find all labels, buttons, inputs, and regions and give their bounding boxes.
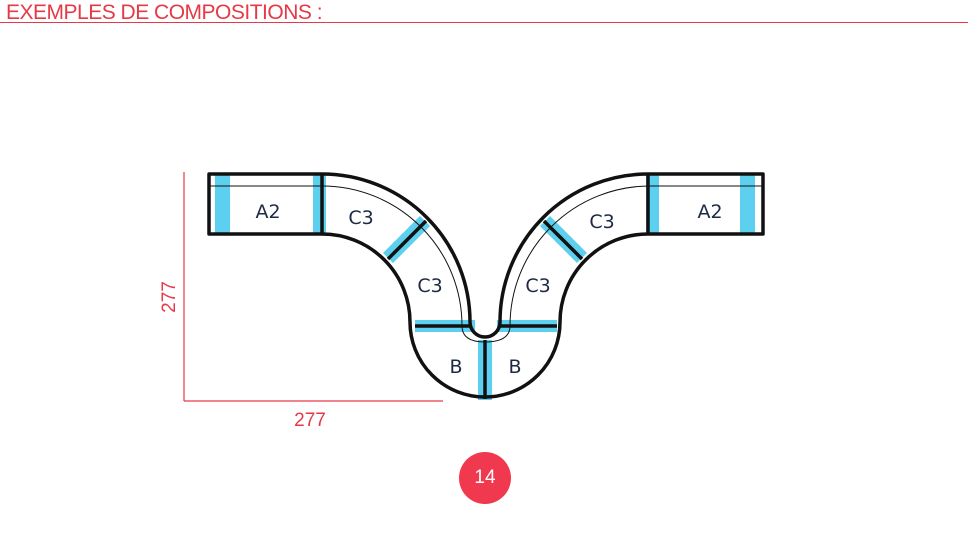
separator-right-c3-c3: [542, 219, 584, 261]
outline-outer: [207, 172, 765, 399]
module-label-right-c3-bottom: C3: [525, 275, 550, 297]
module-label-right-a2: A2: [697, 201, 722, 223]
seat-lines: [210, 185, 763, 343]
width-dimension-label: 277: [294, 410, 326, 431]
module-label-right-b: B: [508, 356, 521, 378]
module-label-right-c3-top: C3: [589, 211, 614, 233]
seat-line-left: [210, 185, 486, 343]
title-underline: [0, 22, 968, 23]
module-label-left-c3-top: C3: [348, 207, 373, 229]
page-number-badge: 14: [459, 452, 511, 504]
joint-right-end: [740, 174, 755, 234]
joint-left-end: [215, 174, 230, 234]
module-label-left-a2: A2: [255, 201, 280, 223]
joint-left-a2-c3: [313, 174, 326, 234]
module-label-left-b: B: [449, 356, 462, 378]
module-label-left-c3-bottom: C3: [417, 275, 442, 297]
height-dimension-label: 277: [159, 281, 180, 313]
sofa-outline: [207, 172, 765, 399]
separator-left-c3-c3: [386, 219, 428, 261]
page-title: EXEMPLES DE COMPOSITIONS :: [6, 1, 323, 24]
seat-line-right: [484, 185, 763, 343]
